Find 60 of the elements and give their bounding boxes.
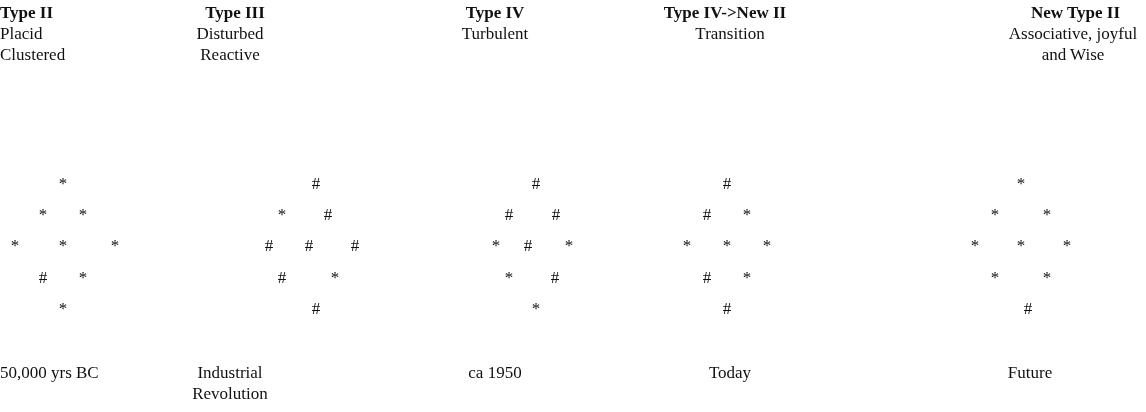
symbol-mark: * xyxy=(742,268,752,286)
symbol-mark: * xyxy=(330,268,340,286)
symbol-mark: # xyxy=(277,268,287,286)
symbol-mark: * xyxy=(1042,268,1052,286)
symbol-mark: * xyxy=(78,205,88,223)
symbol-mark: * xyxy=(38,205,48,223)
column-heading: New Type II xyxy=(1029,2,1122,23)
symbol-mark: * xyxy=(110,236,120,254)
symbol-mark: * xyxy=(682,236,692,254)
description-text: Transition xyxy=(694,23,766,44)
symbol-mark: * xyxy=(1042,205,1052,223)
symbol-mark: # xyxy=(702,268,712,286)
symbol-mark: # xyxy=(264,236,274,254)
symbol-mark: * xyxy=(990,205,1000,223)
era-label: ca 1950 xyxy=(467,362,523,383)
column-heading: Type IV->New II xyxy=(662,2,788,23)
symbol-mark: # xyxy=(311,299,321,317)
symbol-mark: * xyxy=(58,299,68,317)
symbol-mark: # xyxy=(722,174,732,192)
symbol-mark: * xyxy=(277,205,287,223)
description-text: Placid Clustered xyxy=(0,23,67,65)
symbol-mark: * xyxy=(78,268,88,286)
symbol-mark: * xyxy=(1016,174,1026,192)
era-label: Industrial Revolution xyxy=(191,362,269,404)
symbol-mark: # xyxy=(531,174,541,192)
symbol-mark: * xyxy=(970,236,980,254)
symbol-mark: * xyxy=(531,299,541,317)
symbol-mark: * xyxy=(990,268,1000,286)
symbol-mark: * xyxy=(10,236,20,254)
symbol-mark: * xyxy=(58,236,68,254)
symbol-mark: * xyxy=(504,268,514,286)
description-text: Associative, joyful and Wise xyxy=(1007,23,1139,65)
symbol-mark: * xyxy=(1062,236,1072,254)
symbol-mark: # xyxy=(311,174,321,192)
era-label: Future xyxy=(1006,362,1054,383)
description-text: Turbulent xyxy=(460,23,530,44)
description-text: Disturbed Reactive xyxy=(195,23,265,65)
symbol-mark: # xyxy=(504,205,514,223)
symbol-mark: # xyxy=(323,205,333,223)
column-heading: Type IV xyxy=(464,2,526,23)
symbol-mark: # xyxy=(722,299,732,317)
symbol-mark: * xyxy=(722,236,732,254)
symbol-mark: * xyxy=(491,236,501,254)
symbol-mark: * xyxy=(1016,236,1026,254)
symbol-mark: # xyxy=(350,236,360,254)
column-heading: Type II xyxy=(0,2,55,23)
column-heading: Type III xyxy=(204,2,266,23)
symbol-mark: * xyxy=(762,236,772,254)
symbol-mark: # xyxy=(38,268,48,286)
era-label: Today xyxy=(707,362,753,383)
symbol-mark: # xyxy=(1023,299,1033,317)
symbol-mark: # xyxy=(702,205,712,223)
symbol-mark: # xyxy=(551,205,561,223)
symbol-mark: # xyxy=(550,268,560,286)
symbol-mark: * xyxy=(58,174,68,192)
era-label: 50,000 yrs BC xyxy=(0,362,100,383)
symbol-mark: # xyxy=(304,236,314,254)
symbol-mark: * xyxy=(742,205,752,223)
symbol-mark: * xyxy=(564,236,574,254)
symbol-mark: # xyxy=(523,236,533,254)
